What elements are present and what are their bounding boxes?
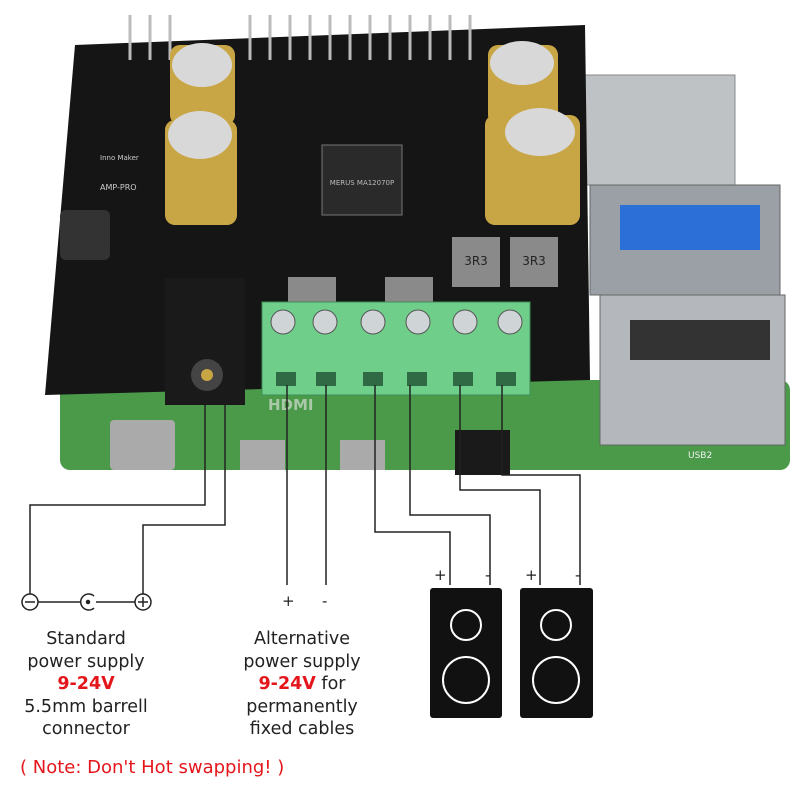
usb-label: USB2 — [688, 451, 712, 461]
model-label: AMP-PRO — [100, 183, 137, 192]
svg-text:3R3: 3R3 — [522, 254, 546, 268]
speaker-left — [430, 588, 502, 718]
spk1-plus-label: + — [434, 566, 447, 584]
alt-minus-label: - — [322, 592, 328, 610]
usb-port-bottom — [599, 294, 786, 446]
hdmi-port-1 — [340, 440, 385, 470]
alt-plus-label: + — [282, 592, 295, 610]
spk1-minus-label: - — [485, 566, 491, 584]
barrel-jack[interactable] — [165, 278, 245, 405]
brand-label: Inno Maker — [100, 154, 139, 162]
hot-swap-warning: ( Note: Don't Hot swapping! ) — [20, 757, 285, 778]
speaker-right — [520, 588, 593, 718]
wiring — [29, 385, 581, 603]
inductors: 3R3 3R3 — [60, 210, 558, 307]
audio-jack — [455, 430, 510, 475]
svg-text:3R3: 3R3 — [464, 254, 488, 268]
ethernet-port — [569, 74, 736, 186]
screw-terminal-block[interactable] — [261, 301, 531, 396]
alternative-supply-label: Alternative power supply 9-24V for perma… — [243, 629, 361, 739]
standard-supply-label: Standard power supply 9-24V 5.5mm barrel… — [24, 629, 148, 739]
hdmi-label: HDMI — [268, 396, 314, 414]
gpio-header — [128, 15, 472, 60]
spk2-plus-label: + — [525, 566, 538, 584]
usb2-insert — [630, 320, 770, 360]
barrel-polarity-symbol — [21, 593, 152, 611]
center-pin-icon — [79, 593, 95, 611]
usb-c-port — [110, 420, 175, 470]
amplifier-chip — [321, 144, 403, 216]
spk2-minus-label: - — [575, 566, 581, 584]
usb3-insert — [620, 205, 760, 250]
chip-label: MERUS MA12070P — [330, 179, 394, 187]
hdmi-port-0 — [240, 440, 285, 470]
capacitors — [165, 41, 580, 225]
